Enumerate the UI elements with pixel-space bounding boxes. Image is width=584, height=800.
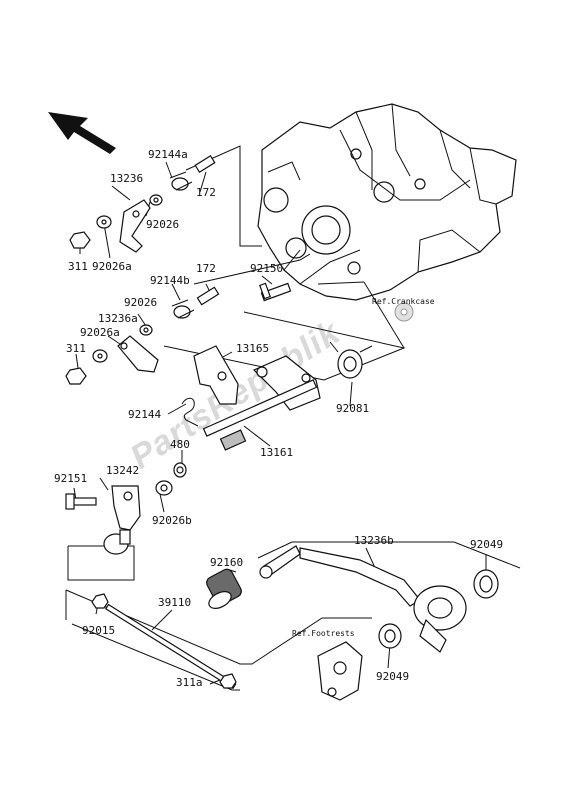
label-13165: 13165: [236, 342, 269, 355]
part-311-nut-upper: [69, 231, 91, 249]
part-92026a-washer-upper: [96, 215, 112, 229]
label-13236a: 13236a: [98, 312, 138, 325]
part-92150-bolt: [259, 282, 292, 302]
part-92081-spring: [329, 341, 373, 379]
label-311-mid: 311: [66, 342, 86, 355]
label-13242: 13242: [106, 464, 139, 477]
label-13236: 13236: [110, 172, 143, 185]
gear-icon: [394, 302, 414, 322]
label-92015: 92015: [82, 624, 115, 637]
part-13236a-lever: [117, 335, 159, 373]
part-92049-washer-right: [473, 569, 499, 599]
part-92144b-spring: [171, 299, 195, 319]
callout-labels: 92144a 13236 172 92026 311 92026a 92144b…: [54, 148, 503, 689]
label-92026b: 92026b: [152, 514, 192, 527]
part-480-seal: [173, 462, 187, 478]
part-92160-rubber: [206, 568, 242, 609]
part-92151-bolt: [65, 493, 97, 510]
part-92049-washer-lower: [378, 623, 402, 649]
part-92026-washer-upper: [149, 194, 163, 206]
label-172-lower: 172: [196, 262, 216, 275]
label-13161: 13161: [260, 446, 293, 459]
label-39110: 39110: [158, 596, 191, 609]
part-92026a-washer-mid: [92, 349, 108, 363]
label-13236b: 13236b: [354, 534, 394, 547]
label-311-upper: 311: [68, 260, 88, 273]
label-92150: 92150: [250, 262, 283, 275]
part-92144a-spring: [169, 171, 193, 191]
label-92026-upper: 92026: [146, 218, 179, 231]
part-39110-rod: [91, 593, 237, 690]
label-92081: 92081: [336, 402, 369, 415]
label-92026a-upper: 92026a: [92, 260, 132, 273]
label-92144a: 92144a: [148, 148, 188, 161]
label-480: 480: [170, 438, 190, 451]
part-92144-spring: [181, 397, 199, 427]
ref-footrests-label: Ref.Footrests: [292, 629, 355, 638]
part-13161-shaft-assembly: [202, 355, 321, 451]
label-92144b: 92144b: [150, 274, 190, 287]
part-13236b-pedal: [259, 545, 467, 653]
label-92026a-mid: 92026a: [80, 326, 120, 339]
label-92160: 92160: [210, 556, 243, 569]
part-13165-plate: [193, 345, 239, 405]
label-92049-right: 92049: [470, 538, 503, 551]
label-311a: 311a: [176, 676, 203, 689]
part-172-pin-lower: [196, 286, 220, 306]
part-13242-lever: [103, 485, 141, 555]
part-13236-lever: [119, 199, 151, 253]
part-92026-washer-mid: [139, 324, 153, 336]
label-172-upper: 172: [196, 186, 216, 199]
leader-lines: [65, 145, 521, 691]
label-92049-lower: 92049: [376, 670, 409, 683]
label-92026-mid: 92026: [124, 296, 157, 309]
label-92144: 92144: [128, 408, 161, 421]
crankcase-drawing: [257, 103, 517, 301]
ref-crankcase-label: Ref.Crankcase: [372, 297, 435, 306]
part-311-nut-mid: [65, 367, 87, 385]
part-92026b-washer: [155, 480, 173, 496]
ref-footrests-bracket: [317, 641, 363, 701]
direction-arrow-icon: [48, 112, 116, 154]
label-92151: 92151: [54, 472, 87, 485]
part-172-pin-upper: [194, 155, 216, 173]
